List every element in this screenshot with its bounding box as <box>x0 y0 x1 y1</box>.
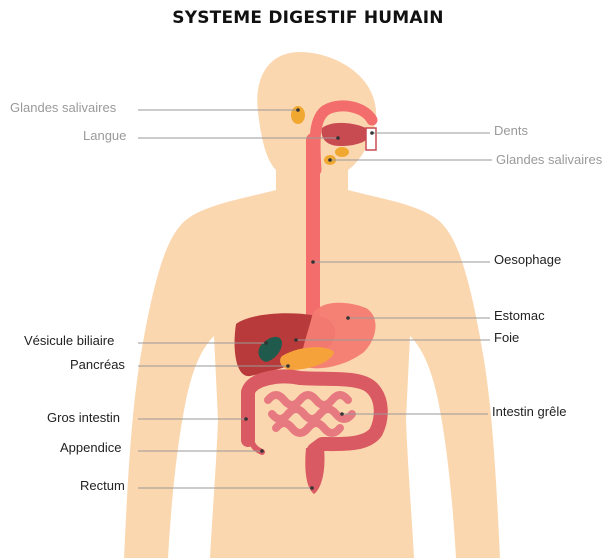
label-glandes-salivaires-left: Glandes salivaires <box>10 100 116 116</box>
label-glandes-salivaires-right: Glandes salivaires <box>496 152 602 168</box>
label-appendice: Appendice <box>60 440 121 456</box>
label-oesophage: Oesophage <box>494 252 561 268</box>
label-foie: Foie <box>494 330 519 346</box>
salivary-gland-lower-1 <box>335 147 349 157</box>
label-pancreas: Pancréas <box>70 357 125 373</box>
label-estomac: Estomac <box>494 308 545 324</box>
teeth-shape <box>366 128 376 150</box>
label-langue: Langue <box>83 128 126 144</box>
label-dents: Dents <box>494 123 528 139</box>
label-intestin-grele: Intestin grêle <box>492 404 566 420</box>
label-gros-intestin: Gros intestin <box>47 410 120 426</box>
label-rectum: Rectum <box>80 478 125 494</box>
label-vesicule-biliaire: Vésicule biliaire <box>24 333 114 349</box>
